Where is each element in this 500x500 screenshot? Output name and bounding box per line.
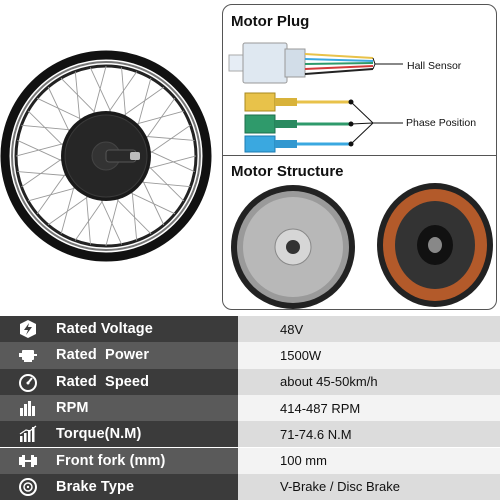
wheel-spoke <box>17 139 67 164</box>
spec-row-rpm: RPM 414-487 RPM <box>0 394 500 422</box>
spec-value: V-Brake / Disc Brake <box>280 479 400 495</box>
spec-label: Rated Power <box>56 347 150 364</box>
wheel-spoke <box>145 124 191 157</box>
spec-value: 414-487 RPM <box>280 400 361 416</box>
spec-row-rated-speed: Rated Speed about 45-50km/h <box>0 368 500 395</box>
wheel-spoke <box>74 195 107 241</box>
wheel-spoke <box>143 155 197 171</box>
spec-row-rated-power: Rated Power 1500W <box>0 342 500 369</box>
wheel-spoke <box>145 148 195 173</box>
spec-label: Rated Voltage <box>56 321 153 338</box>
wheel-spoke <box>91 65 107 119</box>
wheel-spoke <box>36 97 87 122</box>
motor-plug-title: Motor Plug <box>231 13 310 30</box>
wheel-spoke <box>15 141 69 157</box>
motor-diagram-panel: Motor Plug Motor Structure <box>222 4 497 310</box>
motor-cover-drawing <box>231 185 355 309</box>
spec-label: Torque(N.M) <box>56 426 142 443</box>
spec-row-brake-type: Brake Type V-Brake / Disc Brake <box>0 473 500 500</box>
wheel-spoke <box>121 67 127 122</box>
wheel-spoke <box>60 181 76 235</box>
wheel-spoke <box>85 190 91 245</box>
panel-divider <box>223 155 496 156</box>
wheel-spoke <box>17 171 72 177</box>
wheel-spoke <box>119 86 165 119</box>
hall-sensor-label: Hall Sensor <box>407 60 462 72</box>
speedometer-icon <box>0 369 56 395</box>
torque-chart-icon <box>0 421 56 447</box>
wheel-spoke <box>136 77 152 131</box>
wheel-spoke <box>27 110 67 150</box>
motor-structure-title: Motor Structure <box>231 163 344 180</box>
spec-value: about 45-50km/h <box>280 374 378 390</box>
spec-label: Front fork (mm) <box>56 452 166 469</box>
wheel-spoke <box>89 67 114 117</box>
wheel-spoke <box>140 135 195 141</box>
spec-value: 1500W <box>280 347 322 363</box>
wheel-image <box>0 0 215 312</box>
wheel-spoke <box>74 71 81 126</box>
specs-table: Rated Voltage 48V Rated Power 1500W Rate… <box>0 316 500 500</box>
wheel-spoke <box>105 71 138 117</box>
phase-connectors <box>244 92 403 153</box>
spec-label: Rated Speed <box>56 373 150 390</box>
brake-disc-icon <box>0 474 56 500</box>
wheel-spoke <box>60 77 100 117</box>
hub-motor-wheel-illustration <box>0 50 212 262</box>
dumbbell-icon <box>0 448 56 474</box>
plug-and-structure-drawing <box>228 42 493 309</box>
wheel-spoke <box>125 190 176 215</box>
wheel-spoke <box>98 195 123 245</box>
motor-icon <box>0 342 56 368</box>
spec-row-rated-voltage: Rated Voltage 48V <box>0 316 500 343</box>
hall-sensor-connector <box>228 42 403 84</box>
wheel-spoke <box>143 97 176 143</box>
spec-label: RPM <box>56 400 89 417</box>
wheel-spoke <box>47 193 93 226</box>
wheel-spoke <box>145 162 185 202</box>
bar-chart-icon <box>0 395 56 421</box>
wheel-spoke <box>131 110 185 126</box>
spec-row-front-fork: Front fork (mm) 100 mm <box>0 447 500 474</box>
wheel-spoke <box>21 124 76 131</box>
spec-value: 71-74.6 N.M <box>280 426 352 442</box>
wheel-spoke <box>136 181 191 188</box>
spec-value: 48V <box>280 321 304 337</box>
wheel-spoke <box>47 86 72 137</box>
phase-position-label: Phase Position <box>406 117 477 129</box>
lightning-icon <box>0 316 56 342</box>
spec-label: Brake Type <box>56 478 135 495</box>
wheel-spoke <box>105 193 121 247</box>
wheel-spoke <box>36 169 69 215</box>
wheel-spoke <box>21 155 67 188</box>
wheel-spoke <box>27 186 81 202</box>
spec-value: 100 mm <box>280 453 327 469</box>
spec-row-torque: Torque(N.M) 71-74.6 N.M <box>0 421 500 448</box>
wheel-spoke <box>140 175 165 226</box>
wheel-spoke <box>112 195 152 235</box>
motor-stator-drawing <box>377 183 493 307</box>
wheel-spoke <box>131 186 138 241</box>
